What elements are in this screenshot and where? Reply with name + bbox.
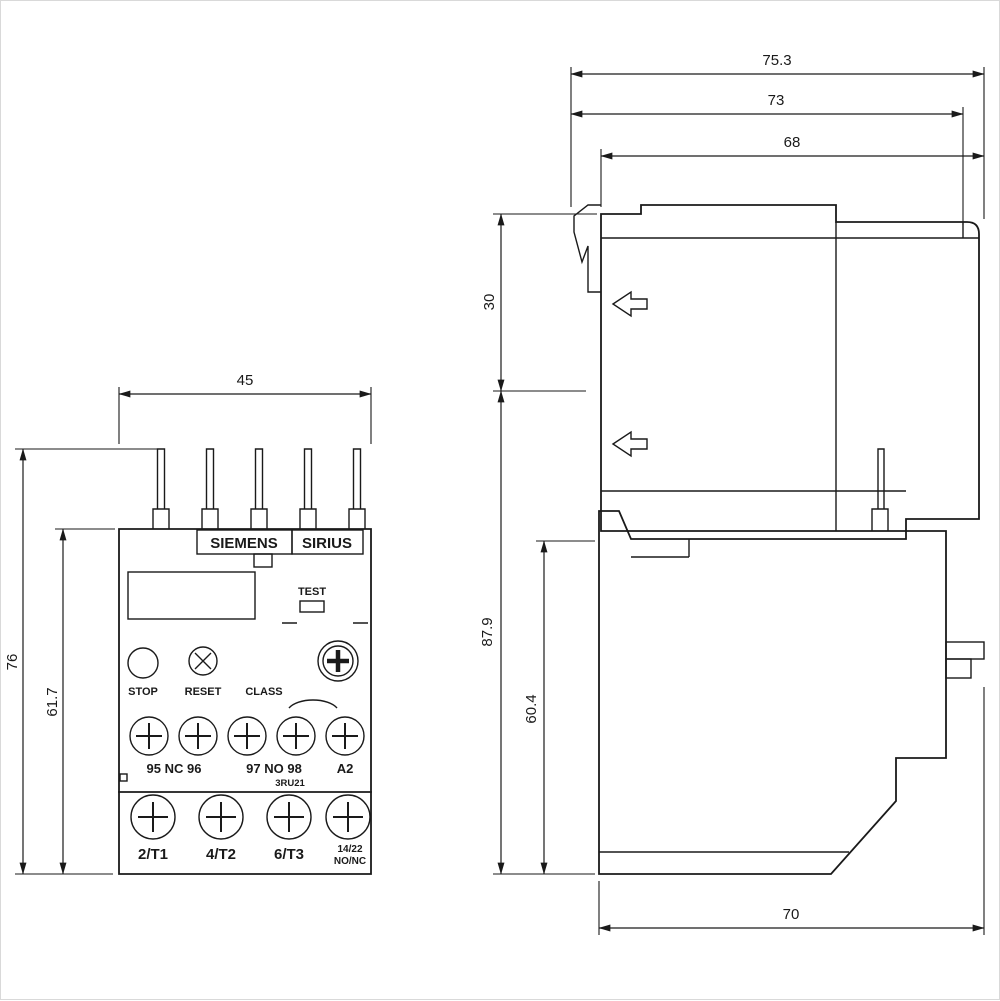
extension-lines [118,387,372,444]
extension-lines [598,687,985,935]
side-overall-depth-dimension: 75.3 [570,52,985,219]
relay-height-label: 60.4 [523,694,540,723]
upper-height-label: 30 [481,294,498,311]
extension-lines [570,67,985,219]
terminal-screw-95 [129,716,169,756]
class-label: CLASS [245,686,282,698]
aux-no-label: 97 NO 98 [246,761,302,776]
model-label: 3RU21 [275,778,305,789]
aux-lower-label: NO/NC [334,856,366,867]
test-label: TEST [298,586,326,598]
upper-module-outline [600,204,980,532]
front-device-body: SIEMENS SIRIUS TEST STOP RESET CLASS [118,448,372,875]
label-window [127,571,256,620]
aux-nc-label: 95 NC 96 [147,761,202,776]
terminal-screw-t2 [198,794,244,840]
coding-notch [119,773,128,782]
front-body-outline [118,528,372,875]
front-width-dimension: 45 [118,372,372,444]
side-terminal-screw-outer [945,641,985,660]
terminal-screw-98 [276,716,316,756]
total-height-label: 87.9 [479,617,496,646]
terminal-screw-t1 [130,794,176,840]
t3-label: 6/T3 [274,846,304,863]
terminal-screw-t3 [266,794,312,840]
side-view: 75.3 73 68 30 87.9 60.4 [479,52,985,935]
side-depth-73-dimension: 73 [570,92,964,225]
side-total-height-dimension: 87.9 [479,390,595,875]
side-bottom-depth-dimension: 70 [598,687,985,935]
reset-button [188,646,218,676]
reset-label: RESET [185,686,222,698]
body-depth-label: 68 [784,134,801,151]
front-total-height-label: 76 [4,654,21,671]
overall-depth-label: 75.3 [762,52,791,69]
side-body-depth-dimension: 68 [600,134,985,207]
side-lower-module [598,510,985,875]
front-width-label: 45 [237,372,254,389]
front-body-height-label: 61.7 [44,687,61,716]
bottom-depth-label: 70 [783,906,800,923]
series-label: SIRIUS [302,535,352,552]
reset-cross-icon [194,652,212,670]
side-relay-height-dimension: 60.4 [523,540,595,875]
front-view: 45 76 61.7 SIEMENS SIRIUS TEST [4,372,372,875]
aux-upper-label: 14/22 [337,844,362,855]
aux-a2-label: A2 [337,761,354,776]
terminal-screw-aux [325,794,371,840]
din-release-hook [573,204,601,293]
front-total-height-dimension: 76 [4,448,159,875]
connection-pins [156,448,362,509]
test-slider [299,600,325,613]
main-terminal-row [130,794,371,840]
t2-label: 4/T2 [206,846,236,863]
side-upper-module [573,204,980,532]
stop-label: STOP [128,686,158,698]
front-body-height-dimension: 61.7 [44,528,115,875]
din-clip-upper-icon [611,290,648,318]
side-upper-height-dimension: 30 [481,213,597,392]
side-connection-pin [871,448,889,531]
series-plate [291,529,364,555]
t1-label: 2/T1 [138,846,168,863]
terminal-screw-97 [227,716,267,756]
extension-lines [15,448,159,875]
terminal-screw-a2 [325,716,365,756]
stop-button [127,647,159,679]
depth-73-label: 73 [768,92,785,109]
current-adjust-dial [317,640,359,682]
upper-module-inner-lines [601,222,979,531]
pin-bases [152,508,366,529]
latch-tab [253,553,273,568]
lower-module-inner-lines [599,539,849,853]
aux-terminal-row [129,716,365,756]
pin-profile [871,448,889,531]
din-clip-lower-icon [611,430,648,458]
lower-module-outline [598,510,947,875]
side-terminal-screw-inner [945,658,972,679]
dial-cross-slot-icon [327,650,349,672]
extension-lines [493,213,597,392]
brand-label: SIEMENS [210,535,278,552]
class-window-arc [288,699,338,709]
terminal-screw-96 [178,716,218,756]
